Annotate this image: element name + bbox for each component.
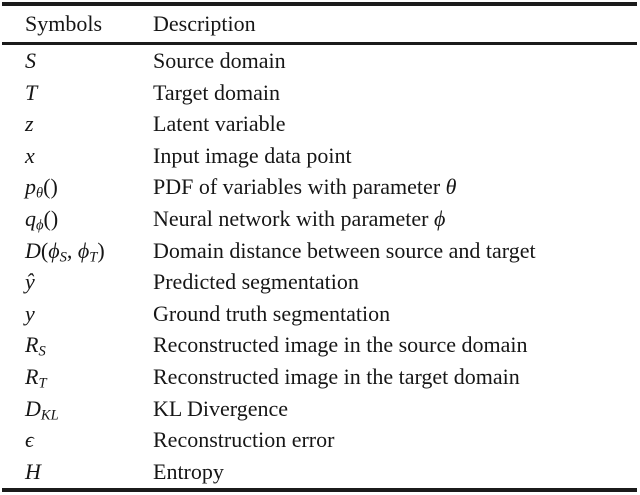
table-bottom-rule [2,488,637,492]
description-cell: Predicted segmentation [153,266,640,298]
table-row: y Ground truth segmentation [0,298,640,330]
symbol-cell: S [25,45,153,77]
table-row: ϵ Reconstruction error [0,424,640,456]
description-cell: Target domain [153,77,640,109]
text-segment: y [25,300,35,326]
description-cell: Input image data point [153,140,640,172]
symbol-cell: D(ϕS, ϕT) [25,235,153,267]
text-segment: ) [97,237,105,263]
symbol-cell: RS [25,329,153,361]
text-segment: x [25,142,35,168]
description-cell: Source domain [153,45,640,77]
text-segment: R [25,332,39,358]
text-segment: ϕ [434,205,446,231]
symbol-cell: y [25,298,153,330]
text-segment: ŷ [25,269,35,295]
text-segment: H [25,458,41,484]
text-segment: Ground truth segmentation [153,300,391,326]
table-row: x Input image data point [0,140,640,172]
text-segment: S [25,48,36,73]
description-cell: PDF of variables with parameter θ [153,171,640,203]
table-header-row: Symbols Description [0,6,640,42]
text-segment: q [25,205,36,231]
text-segment: T [25,79,38,105]
text-segment: Target domain [153,79,280,105]
symbol-cell: pθ() [25,171,153,203]
text-segment: ϕ [36,217,44,234]
table-row: T Target domain [0,77,640,109]
text-segment: Reconstructed image in the target domain [153,363,520,389]
text-segment: θ [445,174,457,200]
symbol-cell: x [25,140,153,172]
description-cell: Reconstruction error [153,424,640,456]
text-segment: Source domain [153,48,286,73]
text-segment: Reconstructed image in the source domain [153,332,528,358]
text-segment: p [25,174,36,200]
description-cell: Reconstructed image in the target domain [153,361,640,393]
text-segment: θ [36,185,44,202]
text-segment: ϕ [48,237,60,263]
description-cell: Ground truth segmentation [153,298,640,330]
text-segment: Domain distance between source and targe… [153,237,536,263]
description-cell: Domain distance between source and targe… [153,235,640,267]
symbol-cell: DKL [25,393,153,425]
table-row: qϕ()Neural network with parameter ϕ [0,203,640,235]
text-segment: Input image data point [153,142,352,168]
text-segment: ϕ [77,237,90,263]
text-segment: , [66,237,78,263]
text-segment: () [43,205,59,231]
text-segment: Entropy [153,458,224,484]
text-segment: () [43,174,58,200]
text-segment: T [38,375,47,392]
table-top-rule [2,2,637,6]
description-cell: Neural network with parameter ϕ [153,203,640,235]
description-cell: Reconstructed image in the source domain [153,329,640,361]
table-row: D(ϕS, ϕT)Domain distance between source … [0,235,640,267]
text-segment: Neural network with parameter [153,205,434,231]
table-row: H Entropy [0,456,640,488]
text-segment: z [25,111,34,137]
table-row: S Source domain [0,45,640,77]
text-segment: KL Divergence [153,395,288,421]
text-segment: Latent variable [153,111,286,137]
text-segment: ( [40,237,49,263]
text-segment: KL [40,407,59,424]
text-segment: S [59,249,67,266]
symbol-cell: ŷ [25,266,153,298]
description-cell: KL Divergence [153,393,640,425]
symbol-cell: qϕ() [25,203,153,235]
table-row: z Latent variable [0,108,640,140]
description-cell: Entropy [153,456,640,488]
text-segment: D [25,395,41,421]
text-segment: S [38,343,46,360]
symbol-cell: z [25,108,153,140]
column-header-symbols: Symbols [25,11,103,36]
text-segment: T [89,249,98,266]
text-segment: PDF of variables with parameter [153,174,446,200]
description-cell: Latent variable [153,108,640,140]
text-segment: D [25,237,41,263]
text-segment: Predicted segmentation [153,269,359,295]
text-segment: Reconstruction error [153,427,335,453]
table-row: ŷ Predicted segmentation [0,266,640,298]
table-row: pθ()PDF of variables with parameter θ [0,171,640,203]
text-segment: R [25,363,39,389]
table-header-separator-rule [2,42,637,45]
symbol-cell: T [25,77,153,109]
column-header-description: Description [153,11,256,36]
symbol-cell: H [25,456,153,488]
symbol-cell: RT [25,361,153,393]
symbol-cell: ϵ [25,424,153,456]
text-segment: ϵ [25,427,34,453]
